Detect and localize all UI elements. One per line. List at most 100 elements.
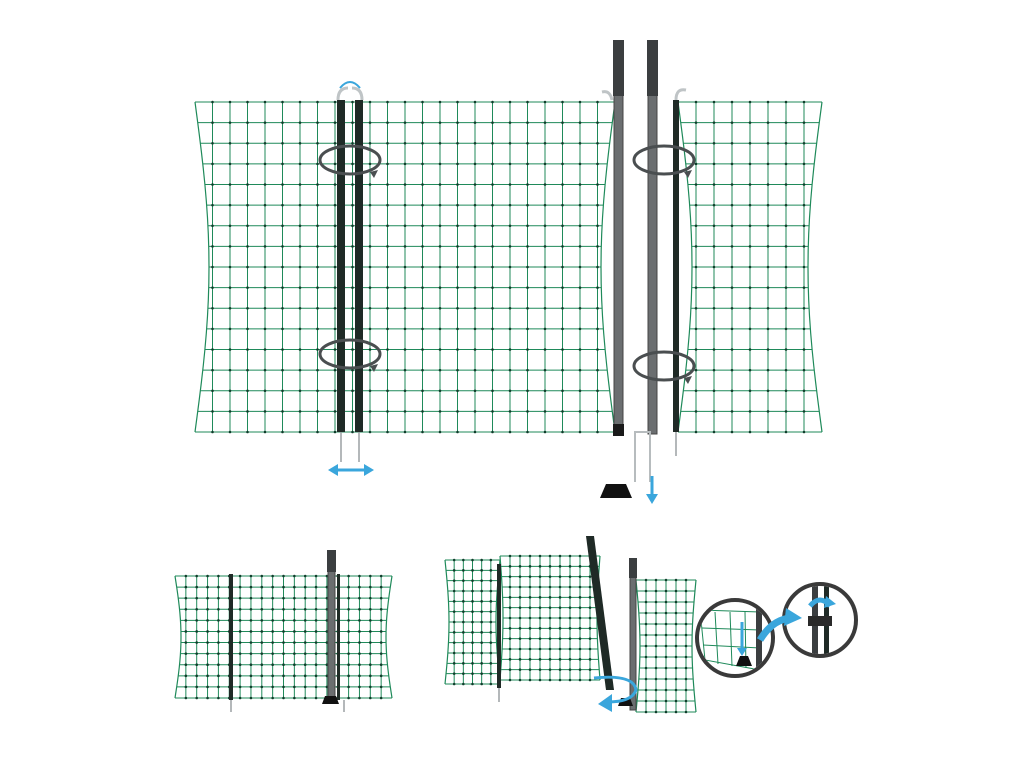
- mesh-knot: [471, 558, 474, 562]
- mesh-knot: [480, 569, 483, 572]
- mesh-knot: [674, 666, 678, 670]
- mesh-knot: [462, 600, 465, 603]
- mesh-knot: [195, 574, 198, 578]
- mesh-knot: [596, 100, 599, 104]
- mesh-knot: [578, 348, 582, 351]
- mesh-knot: [249, 696, 253, 700]
- mesh-knot: [260, 674, 264, 678]
- mesh-knot: [358, 574, 361, 578]
- mesh-knot: [802, 203, 806, 207]
- mesh-knot: [184, 585, 188, 589]
- mesh-knot: [456, 224, 459, 228]
- mesh-knot: [211, 410, 214, 413]
- mesh-knot: [528, 616, 532, 620]
- mesh-knot: [508, 585, 512, 589]
- mesh-knot: [694, 183, 698, 186]
- mesh-knot: [748, 121, 752, 124]
- mesh-knot: [211, 430, 214, 434]
- mesh-edge: [600, 101, 616, 433]
- mesh-knot: [379, 596, 383, 600]
- mesh-knot: [421, 348, 424, 351]
- mesh-knot: [558, 596, 562, 599]
- mesh-knot: [438, 162, 442, 166]
- mesh-knot: [588, 575, 592, 578]
- mesh-knot: [249, 619, 253, 622]
- mesh-knot: [351, 141, 354, 145]
- open-gate-diagram: [444, 536, 697, 714]
- mesh-knot: [368, 203, 372, 207]
- mesh-knot: [538, 606, 542, 609]
- mesh-knot: [802, 162, 806, 166]
- mesh-knot: [184, 674, 188, 678]
- mesh-knot: [558, 575, 562, 578]
- mesh-knot: [281, 327, 284, 331]
- mesh-knot: [421, 141, 424, 145]
- mesh-knot: [766, 100, 770, 104]
- mesh-knot: [358, 585, 361, 589]
- mesh-knot: [211, 327, 214, 331]
- mesh-knot: [712, 162, 716, 166]
- mesh-knot: [802, 306, 806, 310]
- mesh-knot: [421, 389, 424, 393]
- mesh-knot: [473, 245, 477, 248]
- mesh-knot: [471, 641, 474, 644]
- mesh-knot: [766, 327, 770, 331]
- mesh-knot: [802, 327, 806, 331]
- mesh-knot: [578, 658, 582, 661]
- fence-post-left-b: [355, 100, 363, 432]
- mesh-knot: [333, 430, 337, 434]
- mesh-knot: [684, 655, 688, 659]
- mesh-knot: [568, 554, 572, 558]
- mesh-knot: [491, 368, 494, 372]
- mesh-knot: [206, 574, 209, 578]
- mesh-knot: [281, 121, 284, 124]
- mesh-knot: [351, 203, 354, 207]
- mesh-knot: [249, 685, 253, 689]
- mesh-knot: [480, 579, 483, 582]
- mesh-knot: [246, 121, 249, 124]
- mesh-knot: [538, 565, 542, 568]
- mesh-knot: [784, 286, 788, 289]
- mesh-knot: [784, 121, 788, 124]
- netting-panel-gate: [499, 554, 601, 682]
- mesh-knot: [548, 678, 552, 682]
- mesh-knot: [271, 652, 274, 655]
- mesh-knot: [508, 348, 512, 351]
- mesh-knot: [206, 607, 209, 611]
- mesh-knot: [473, 306, 477, 310]
- mesh-knot: [526, 265, 529, 269]
- mesh-knot: [333, 327, 337, 331]
- mesh-knot: [508, 647, 512, 651]
- mesh-knot: [303, 641, 307, 644]
- mesh-knot: [596, 389, 599, 393]
- mesh-knot: [347, 607, 350, 611]
- mesh-knot: [303, 663, 307, 667]
- gate-post-grey-a: [613, 41, 624, 435]
- mesh-knot: [368, 183, 372, 186]
- mesh-knot: [293, 585, 296, 589]
- mesh-knot: [596, 224, 599, 228]
- mesh-knot: [462, 589, 465, 593]
- mesh-knot: [421, 410, 424, 413]
- mesh-knot: [802, 141, 806, 145]
- mesh-knot: [184, 641, 188, 644]
- mesh-knot: [508, 306, 512, 310]
- mesh-knot: [578, 203, 582, 207]
- mesh-knot: [263, 183, 267, 186]
- mesh-knot: [303, 652, 307, 655]
- mesh-knot: [568, 585, 572, 589]
- mesh-knot: [561, 121, 564, 124]
- fence-post: [497, 564, 501, 688]
- mesh-knot: [333, 183, 337, 186]
- mesh-knot: [578, 368, 582, 372]
- mesh-knot: [491, 265, 494, 269]
- mesh-knot: [316, 121, 319, 124]
- mesh-knot: [526, 203, 529, 207]
- mesh-knot: [802, 348, 806, 351]
- mesh-knot: [228, 306, 232, 310]
- mesh-knot: [386, 306, 389, 310]
- mesh-knot: [558, 678, 562, 682]
- mesh-knot: [518, 658, 522, 661]
- mesh-knot: [403, 410, 407, 413]
- mesh-knot: [281, 389, 284, 393]
